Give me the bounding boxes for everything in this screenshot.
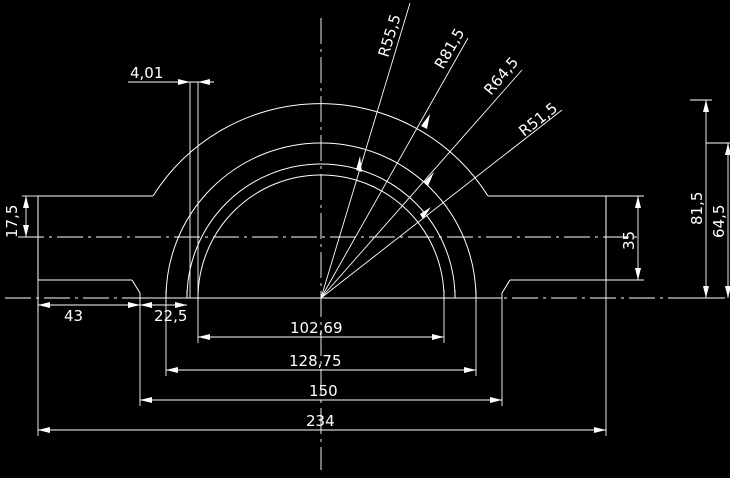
radial-dimensions: R55,5 R81,5 R64,5 R51,5: [320, 2, 563, 299]
left-height-dimension: 17,5: [3, 195, 38, 238]
arc-r64-5: [165, 142, 477, 299]
total-height-dimension: 81,5: [688, 99, 712, 299]
step-width-dimension: 22,5: [140, 302, 187, 325]
mid-width-dimension: 128,75: [165, 298, 477, 376]
inner-height-dimension: 64,5: [706, 142, 730, 298]
flange-width-label: 43: [64, 307, 83, 325]
radial-label-r51-5: R51,5: [515, 99, 561, 140]
arc-r51-5: [197, 174, 445, 299]
overall-width-dimension: 234: [37, 280, 607, 436]
step-width-label: 22,5: [154, 307, 187, 325]
inner-width-dimension: 102,69: [197, 298, 445, 343]
right-height-label: 35: [620, 231, 638, 250]
arcs: [165, 142, 477, 299]
arc-r55-5: [186, 163, 456, 299]
right-height-dimension: 35: [606, 195, 644, 281]
radial-label-r81-5: R81,5: [431, 25, 469, 72]
inner-width-label: 102,69: [290, 319, 343, 337]
left-height-label: 17,5: [3, 205, 21, 238]
overall-width-label: 234: [306, 412, 335, 430]
offset-dimension: 4,01: [128, 64, 214, 298]
offset-label: 4,01: [130, 64, 163, 82]
mid-width-label: 128,75: [289, 352, 342, 370]
inner-height-label: 64,5: [710, 205, 728, 238]
outer-width-label: 150: [309, 382, 338, 400]
radial-label-r64-5: R64,5: [480, 53, 522, 98]
outer-width-dimension: 150: [139, 298, 503, 406]
total-height-label: 81,5: [688, 192, 706, 225]
flange-width-dimension: 43: [37, 280, 140, 325]
